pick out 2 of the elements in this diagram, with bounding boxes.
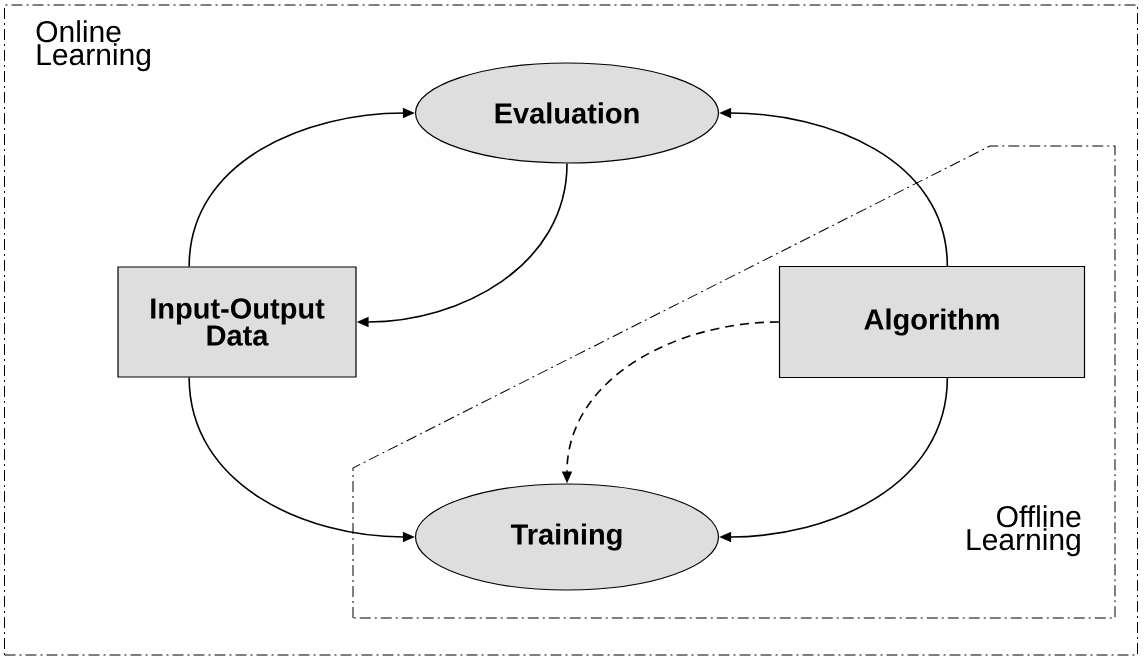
process-box: Input-Output Data (117, 266, 357, 378)
process-box: Algorithm (778, 265, 1086, 379)
